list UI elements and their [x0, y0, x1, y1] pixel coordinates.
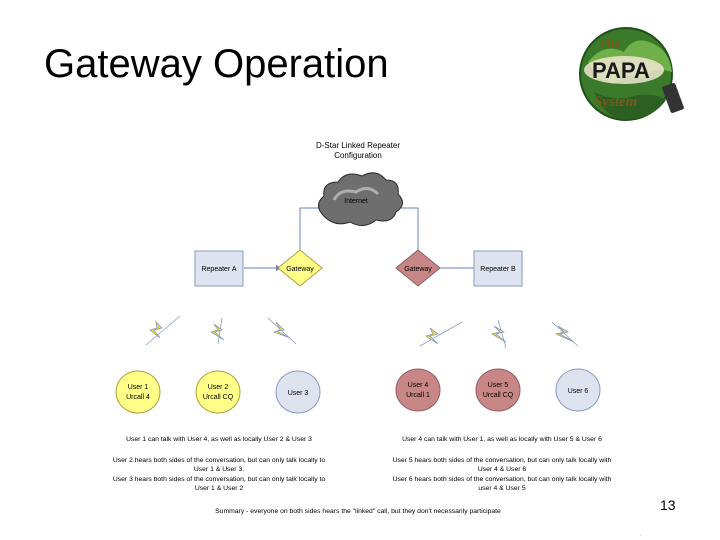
- user-5-urcall: Urcall CQ: [483, 392, 514, 399]
- logo-text-the: The: [598, 37, 621, 52]
- internet-cloud-icon: [318, 172, 403, 226]
- user-3-bubble: User 3: [275, 370, 321, 414]
- note-left-talk: User 1 can talk with User 4, as well as …: [126, 436, 312, 443]
- gateway-right-label: Gateway: [404, 266, 432, 273]
- note-left-user2-b: User 1 & User 3.: [194, 466, 244, 473]
- user-1-name: User 1: [128, 384, 149, 391]
- cloud-label: Internet: [344, 198, 368, 205]
- lightning-icon: [490, 319, 507, 349]
- logo-text-system: System: [594, 94, 637, 110]
- user-4-name: User 4: [408, 382, 429, 389]
- user-6-name: User 6: [568, 388, 589, 395]
- page-number: 13: [660, 497, 676, 513]
- repeater-b-label: Repeater B: [480, 266, 516, 273]
- note-left-user3-b: User 1 & User 2: [195, 485, 244, 492]
- connector-lines: [244, 207, 474, 269]
- gateway-right-diamond: [395, 249, 441, 287]
- gateway-left-label: Gateway: [286, 266, 314, 273]
- note-right-user5-a: User 5 hears both sides of the conversat…: [393, 457, 612, 464]
- user-5-bubble: User 5 Urcall CQ: [475, 368, 521, 412]
- lightning-icon: [551, 321, 579, 347]
- papa-system-logo: The PAPA System: [579, 27, 684, 121]
- diagram-summary: Summary - everyone on both sides hears t…: [215, 508, 501, 515]
- footer-mark: .: [640, 532, 642, 538]
- note-right-user6-a: User 6 hears both sides of the conversat…: [393, 476, 612, 483]
- lightning-bolts: [145, 315, 579, 349]
- user-4-urcall: Urcall 1: [406, 392, 430, 399]
- user-4-bubble: User 4 Urcall 1: [395, 368, 441, 412]
- note-left-user2-a: User 2 hears both sides of the conversat…: [113, 457, 326, 464]
- note-left-user3-a: User 3 hears both sides of the conversat…: [113, 476, 326, 483]
- slide-title: Gateway Operation: [44, 42, 389, 86]
- user-6-bubble: User 6: [555, 368, 601, 412]
- user-1-bubble: User 1 Urcall 4: [115, 370, 161, 414]
- repeater-b-box: [473, 250, 523, 287]
- user-3-name: User 3: [288, 390, 309, 397]
- user-1-urcall: Urcall 4: [126, 394, 150, 401]
- repeater-a-label: Repeater A: [201, 266, 236, 273]
- diagram-heading-line1: D-Star Linked Repeater: [316, 141, 400, 150]
- user-2-name: User 2: [208, 384, 229, 391]
- repeater-a-box: [194, 250, 244, 287]
- lightning-icon: [145, 315, 181, 346]
- user-2-urcall: Urcall CQ: [203, 394, 234, 401]
- lightning-icon: [267, 317, 297, 345]
- diagram-heading-line2: Configuration: [334, 151, 382, 160]
- note-right-user6-b: user 4 & User 5: [478, 485, 525, 492]
- logo-text-papa: PAPA: [592, 58, 650, 83]
- lightning-icon: [419, 321, 463, 347]
- gateway-left-diamond: [277, 249, 323, 287]
- lightning-icon: [210, 317, 225, 345]
- note-right-talk: User 4 can talk with User 1, as well as …: [402, 436, 602, 443]
- user-5-name: User 5: [488, 382, 509, 389]
- note-right-user5-b: User 4 & User 6: [478, 466, 527, 473]
- user-2-bubble: User 2 Urcall CQ: [195, 370, 241, 414]
